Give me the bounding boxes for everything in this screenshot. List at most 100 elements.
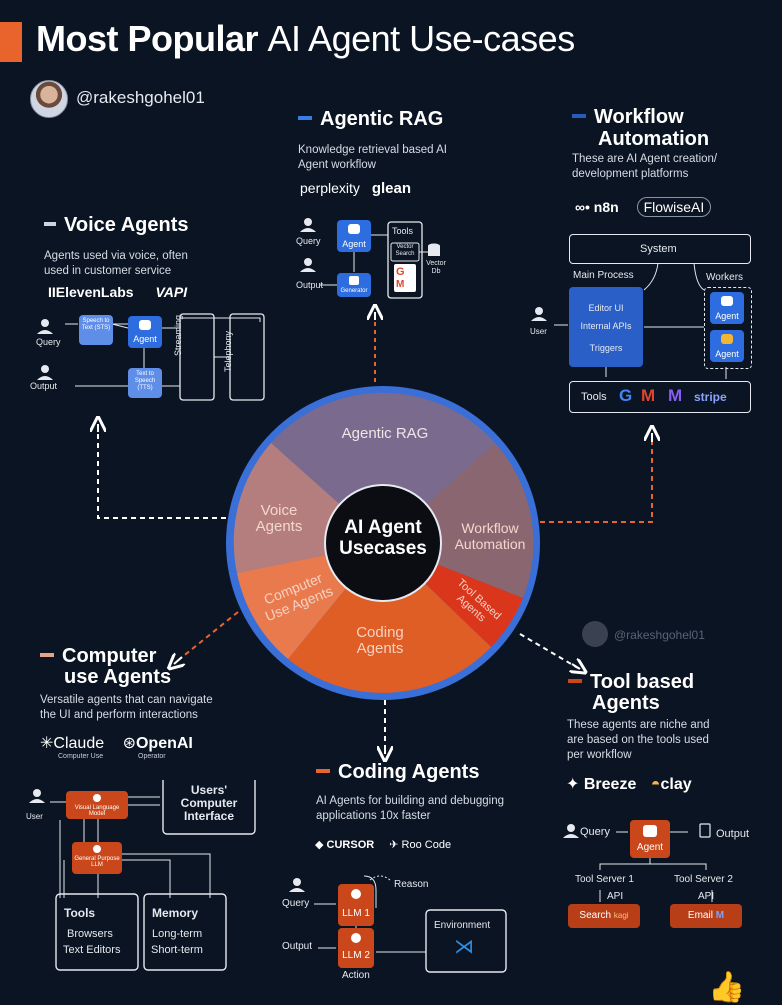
robot-icon (721, 296, 733, 306)
robot-icon (348, 224, 360, 234)
llm-icon (93, 794, 101, 802)
breeze-logo: Breeze (583, 776, 637, 793)
cursor-icon: ◆ (315, 839, 324, 851)
worker-agent-2: Agent (710, 330, 744, 362)
tool-section-title: Tool based Agents (568, 672, 694, 714)
workflow-description: These are AI Agent creation/development … (572, 153, 718, 180)
roo-icon: ✈ (389, 839, 399, 851)
gmail-icon: M (715, 910, 725, 921)
streaming-label: Streaming (173, 314, 183, 356)
segment-workflow (383, 443, 534, 598)
segment-label-agentic-rag: Agentic RAG (341, 425, 429, 442)
llm-icon (93, 845, 101, 853)
robot-icon (349, 276, 359, 285)
author-handle[interactable]: @rakeshgohel01 (76, 88, 205, 107)
system-label: System (640, 243, 677, 255)
stripe-logo: stripe (694, 390, 727, 404)
rag-section-title: Agentic RAG (298, 108, 443, 131)
rag-tools-label: Tools (392, 226, 414, 236)
telephony-label: Telephony (223, 330, 233, 372)
main-process-label: Main Process (573, 270, 634, 281)
openai-logo: OpenAI (135, 735, 193, 752)
tool-server-2-label: Tool Server 2 (674, 874, 733, 885)
connector-tool (519, 633, 579, 669)
openai-icon: ⊛ (122, 735, 136, 752)
workflow-user-label: User (530, 327, 547, 336)
coding-output-label: Output (282, 941, 313, 952)
coding-query-label: Query (282, 898, 310, 909)
computer-diagram (29, 780, 256, 971)
vlm-box: Visual Language Model (66, 791, 128, 819)
rag-generator-box: Generator (337, 273, 371, 297)
reason-label: Reason (394, 879, 429, 890)
tool-logos: ✦ Breeze ◓clay (566, 774, 692, 794)
system-box (569, 234, 751, 264)
segment-agentic-rag (271, 392, 495, 543)
rag-agent-box: Agent (337, 220, 371, 252)
gmail-icon: M (396, 279, 405, 290)
environment-label: Environment (434, 920, 491, 931)
connector-computer (175, 611, 239, 663)
workflow-section-title: Workflow Automation (572, 106, 709, 150)
workflow-logos: ∞• n8n FlowiseAI (575, 197, 712, 217)
vector-db-label: Vector Db (426, 260, 446, 275)
watermark-avatar (582, 621, 608, 647)
robot-icon (721, 334, 733, 344)
watermark-handle: @rakeshgohel01 (614, 628, 705, 642)
workers-label: Workers (706, 272, 744, 283)
computer-logos: ✳Claude ⊛OpenAI (40, 733, 193, 753)
tool-output-label: Output (716, 828, 750, 840)
clay-icon: ◓ (650, 776, 661, 793)
workflow-tools-label: Tools (581, 391, 607, 403)
email-tool-box: Email M (670, 904, 742, 928)
tool-server-1-label: Tool Server 1 (575, 874, 634, 885)
rag-query-label: Query (296, 236, 321, 246)
flowise-logo: FlowiseAI (636, 197, 712, 217)
workers-box (704, 287, 752, 369)
claude-sub: Computer Use (58, 753, 104, 760)
vscode-icon: ⋊ (454, 936, 474, 958)
page-title: Most Popular AI Agent Use-cases (36, 18, 575, 59)
voice-diagram (37, 313, 265, 401)
claude-icon: ✳ (40, 735, 54, 752)
roo-code-logo: Roo Code (401, 839, 452, 851)
cursor-logo: CURSOR (326, 839, 375, 851)
long-term-label: Long-term (152, 928, 203, 940)
worker-agent-1: Agent (710, 292, 744, 324)
voice-query-label: Query (36, 337, 61, 347)
editor-ui-label: Editor UI (588, 303, 624, 313)
thumbs-up-icon[interactable]: 👍 (708, 971, 746, 1004)
tool-agent-box: Agent (630, 820, 670, 858)
computer-tools-title: Tools (64, 906, 96, 920)
workflow-arrows (531, 262, 727, 379)
voice-agent-box: Agent (128, 316, 162, 348)
api-label-1: API (607, 891, 624, 902)
search-tool-box: Search kagi (568, 904, 640, 928)
llm-icon (351, 933, 361, 943)
robot-icon (139, 320, 151, 330)
claude-logo: Claude (53, 735, 105, 752)
elevenlabs-logo: IIElevenLabs (48, 284, 134, 300)
voice-output-label: Output (30, 381, 58, 391)
rag-output-label: Output (296, 280, 324, 290)
rag-logos: perplexity glean (300, 180, 411, 197)
coding-logos: ◆ CURSOR ✈ Roo Code (315, 838, 451, 851)
tool-diagram (563, 823, 713, 902)
computer-section-title: Computer use Agents (40, 646, 171, 688)
connector-workflow (540, 435, 653, 523)
action-label: Action (342, 970, 370, 981)
llm1-box: LLM 1 (338, 884, 374, 926)
short-term-label: Short-term (151, 944, 203, 956)
segment-coding (288, 543, 491, 693)
browsers-label: Browsers (67, 928, 113, 940)
gp-llm-box: General Purpose LLM (72, 842, 122, 874)
voice-section-title: Voice Agents (44, 214, 188, 237)
n8n-icon: ∞• (575, 199, 590, 215)
